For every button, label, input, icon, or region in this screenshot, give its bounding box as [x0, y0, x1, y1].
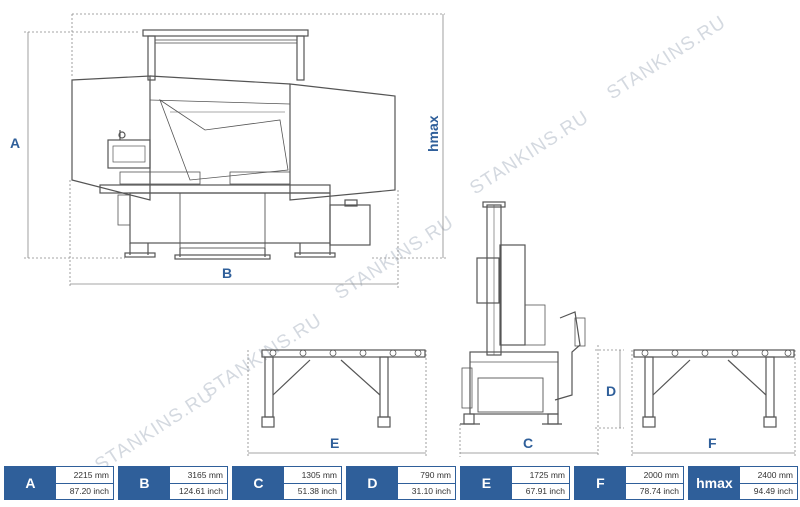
- spec-mm: 2000 mm: [643, 469, 679, 480]
- spec-c: C 1305 mm 51.38 inch: [232, 466, 342, 500]
- spec-inch: 67.91 inch: [511, 482, 569, 500]
- spec-values: 1725 mm 67.91 inch: [511, 467, 569, 500]
- side-view-dimensions: [459, 345, 624, 457]
- spec-letter: C: [233, 467, 284, 499]
- front-view-dimensions: [24, 13, 447, 288]
- spec-values: 3165 mm 124.61 inch: [169, 467, 227, 500]
- spec-e: E 1725 mm 67.91 inch: [460, 466, 570, 500]
- dim-label-c: C: [523, 435, 533, 451]
- spec-inch: 124.61 inch: [169, 482, 227, 500]
- spec-values: 1305 mm 51.38 inch: [283, 467, 341, 500]
- dim-label-hmax: hmax: [425, 115, 441, 152]
- spec-bar: A 2215 mm 87.20 inch B 3165 mm 124.61 in…: [4, 466, 798, 500]
- watermark-1: STANKINS.RU: [603, 12, 730, 104]
- spec-inch: 87.20 inch: [55, 482, 113, 500]
- spec-hmax: hmax 2400 mm 94.49 inch: [688, 466, 798, 500]
- spec-mm: 2215 mm: [73, 469, 109, 480]
- spec-inch: 51.38 inch: [283, 482, 341, 500]
- dim-label-d: D: [606, 383, 616, 399]
- watermark-3: STANKINS.RU: [331, 212, 458, 304]
- dim-label-b: B: [222, 265, 232, 281]
- dim-label-e: E: [330, 435, 339, 451]
- spec-mm: 1305 mm: [301, 469, 337, 480]
- spec-mm: 2400 mm: [757, 469, 793, 480]
- front-view-machine: [71, 29, 396, 260]
- roller-table-e-dimensions: [247, 350, 427, 457]
- spec-letter: D: [347, 467, 398, 499]
- spec-mm: 1725 mm: [529, 469, 565, 480]
- spec-values: 790 mm 31.10 inch: [397, 467, 455, 500]
- roller-table-f-dimensions: [631, 350, 796, 457]
- spec-inch: 78.74 inch: [625, 482, 683, 500]
- spec-values: 2400 mm 94.49 inch: [739, 467, 797, 500]
- roller-table-f: [633, 349, 795, 428]
- spec-letter: A: [5, 467, 56, 499]
- spec-inch: 94.49 inch: [739, 482, 797, 500]
- spec-a: A 2215 mm 87.20 inch: [4, 466, 114, 500]
- watermarks: STANKINS.RU STANKINS.RU STANKINS.RU STAN…: [91, 12, 730, 466]
- dim-label-a: A: [10, 135, 20, 151]
- spec-d: D 790 mm 31.10 inch: [346, 466, 456, 500]
- spec-letter: hmax: [689, 467, 740, 499]
- spec-letter: E: [461, 467, 512, 499]
- side-view-machine: [460, 201, 586, 425]
- spec-inch: 31.10 inch: [397, 482, 455, 500]
- spec-values: 2000 mm 78.74 inch: [625, 467, 683, 500]
- technical-drawing: STANKINS.RU STANKINS.RU STANKINS.RU STAN…: [10, 12, 796, 466]
- spec-f: F 2000 mm 78.74 inch: [574, 466, 684, 500]
- watermark-5: STANKINS.RU: [91, 384, 218, 466]
- spec-b: B 3165 mm 124.61 inch: [118, 466, 228, 500]
- spec-mm: 790 mm: [420, 469, 451, 480]
- roller-table-e: [261, 349, 426, 428]
- spec-letter: F: [575, 467, 626, 499]
- watermark-2: STANKINS.RU: [466, 107, 593, 199]
- spec-letter: B: [119, 467, 170, 499]
- spec-mm: 3165 mm: [187, 469, 223, 480]
- spec-values: 2215 mm 87.20 inch: [55, 467, 113, 500]
- dim-label-f: F: [708, 435, 717, 451]
